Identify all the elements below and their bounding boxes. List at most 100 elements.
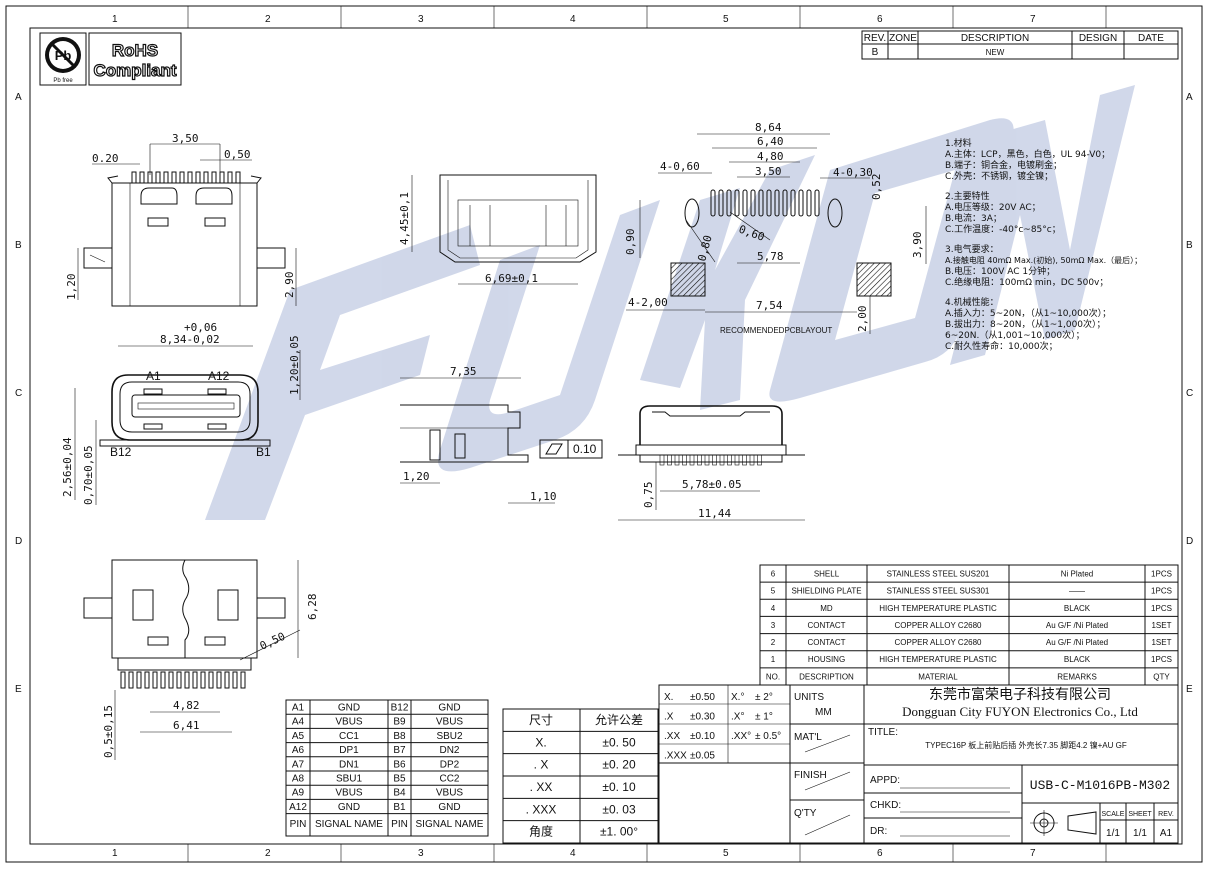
pin-table-cell: B9 (393, 717, 406, 728)
pin-table-header: SIGNAL NAME (416, 819, 484, 830)
bom-cell: COPPER ALLOY C2680 (894, 621, 982, 630)
rear-pin (734, 454, 740, 466)
bom-cell: 1PCS (1151, 655, 1172, 664)
dim-4-060: 4-0,60 (660, 160, 700, 173)
rev-header-description: DESCRIPTION (961, 33, 1029, 44)
small-tol-value: ±0.05 (690, 751, 715, 762)
bom-cell: 4 (771, 604, 776, 613)
zone-row-left: B (15, 240, 22, 251)
bom-cell: HIGH TEMPERATURE PLASTIC (879, 604, 997, 613)
pin-table-cell: SBU2 (436, 731, 463, 742)
bom-header: REMARKS (1057, 672, 1097, 681)
bottom-pin (128, 671, 134, 689)
appd-label: APPD: (870, 775, 900, 786)
rev-header-rev: REV. (864, 33, 886, 44)
tol-value: ±1. 00° (600, 825, 638, 839)
pcb-pad (782, 189, 788, 217)
small-tol-size: .XXX (664, 751, 687, 762)
watermark (205, 85, 1135, 520)
pcb-pad (790, 189, 796, 217)
pin-table-cell: A5 (292, 731, 305, 742)
bom-cell: 3 (771, 621, 776, 630)
note-3-title: 3.电气要求： (945, 243, 999, 255)
dim-735: 7,35 (450, 365, 477, 378)
pcb-pad (758, 189, 764, 217)
small-tol-angle-value: ± 1° (755, 712, 773, 723)
zone-row-right: A (1186, 92, 1193, 103)
dim-390: 3,90 (911, 232, 924, 259)
bom-cell: COPPER ALLOY C2680 (894, 638, 982, 647)
note-1a: A.主体：LCP，黑色，白色，UL 94-V0； (945, 148, 1110, 160)
pb-free-text: Pb (55, 48, 72, 63)
rev-header-zone: ZONE (889, 33, 917, 44)
bottom-pin (184, 671, 190, 689)
zone-row-left: C (15, 388, 22, 399)
dim-641: 6,41 (173, 719, 200, 732)
pin-table-cell: A6 (292, 745, 305, 756)
tol-size: . XX (530, 780, 553, 794)
pcb-layout-label: RECOMMENDEDPCBLAYOUT (720, 326, 832, 335)
bom-cell: STAINLESS STEEL SUS201 (887, 570, 990, 579)
zone-row-left: A (15, 92, 22, 103)
bottom-pin (224, 671, 230, 689)
finish-label: FINISH (794, 770, 827, 781)
bom-cell: BLACK (1064, 604, 1091, 613)
chkd-label: CHKD: (870, 800, 901, 811)
pin-table-cell: DP2 (440, 759, 460, 770)
pin-table-cell: GND (338, 703, 360, 714)
bottom-pin (208, 671, 214, 689)
bom-cell: MD (820, 604, 833, 613)
pin-table-header: PIN (391, 819, 408, 830)
bom-cell: 1SET (1151, 621, 1171, 630)
small-tol-value: ±0.30 (690, 712, 715, 723)
note-3c: C.绝缘电阻：100mΩ min，DC 500v； (945, 276, 1108, 288)
rear-pin (757, 454, 762, 466)
dim-050-015: 0,5±0,15 (102, 705, 115, 758)
pin-table-cell: B4 (393, 788, 406, 799)
small-tol-value: ±0.10 (690, 731, 715, 742)
note-1-title: 1.材料 (945, 137, 972, 149)
note-1c: C.外壳：不锈钢，镀全镍； (945, 170, 1053, 182)
zone-col-top: 2 (265, 14, 271, 25)
dim-020: 0.20 (92, 152, 119, 165)
bom-cell: Au G/F /Ni Plated (1046, 638, 1108, 647)
rear-pin (697, 454, 702, 466)
pcb-pad (710, 189, 716, 217)
pcb-pad (766, 189, 772, 217)
zone-col-top: 1 (112, 14, 118, 25)
zone-row-right: E (1186, 684, 1193, 695)
small-tol-angle-value: ± 2° (755, 692, 773, 703)
pin (235, 171, 241, 184)
rohs-logo: RoHS Compliant (88, 32, 182, 86)
bom-header: DESCRIPTION (799, 672, 854, 681)
pb-free-logo: Pb Pb free (39, 32, 87, 86)
dim-120-top: 1,20 (65, 274, 78, 301)
zone-col-bottom: 6 (877, 848, 883, 859)
sheet-value: 1/1 (1133, 828, 1147, 839)
zone-row-left: D (15, 536, 22, 547)
bom-cell: STAINLESS STEEL SUS301 (887, 587, 990, 596)
zone-row-right: D (1186, 536, 1193, 547)
bottom-pin (120, 671, 126, 689)
rear-pin (674, 454, 680, 466)
small-tol-size: X. (664, 692, 673, 703)
pin (155, 171, 161, 184)
note-2c: C.工作温度：-40°c~85°c； (945, 223, 1061, 235)
tolerance-table: 尺寸允许公差X.±0. 50. X±0. 20. XX±0. 10. XXX±0… (502, 708, 659, 844)
bom-cell: —— (1069, 587, 1085, 596)
dim-754: 7,54 (756, 299, 783, 312)
bottom-pin (176, 671, 182, 689)
rev-value-tb: A1 (1160, 828, 1173, 839)
bom-cell: HOUSING (808, 655, 845, 664)
tol-size: . X (534, 758, 549, 772)
pin-label-b12: B12 (110, 445, 132, 459)
rear-pin (689, 454, 695, 466)
dim-480: 4,80 (757, 150, 784, 163)
dim-070: 0,70±0,05 (82, 445, 95, 505)
zone-col-bottom: 3 (418, 848, 424, 859)
pcb-pad (718, 189, 724, 217)
pin (171, 171, 177, 184)
dim-256: 2,56±0,04 (61, 437, 74, 497)
rev-header-date: DATE (1138, 33, 1164, 44)
